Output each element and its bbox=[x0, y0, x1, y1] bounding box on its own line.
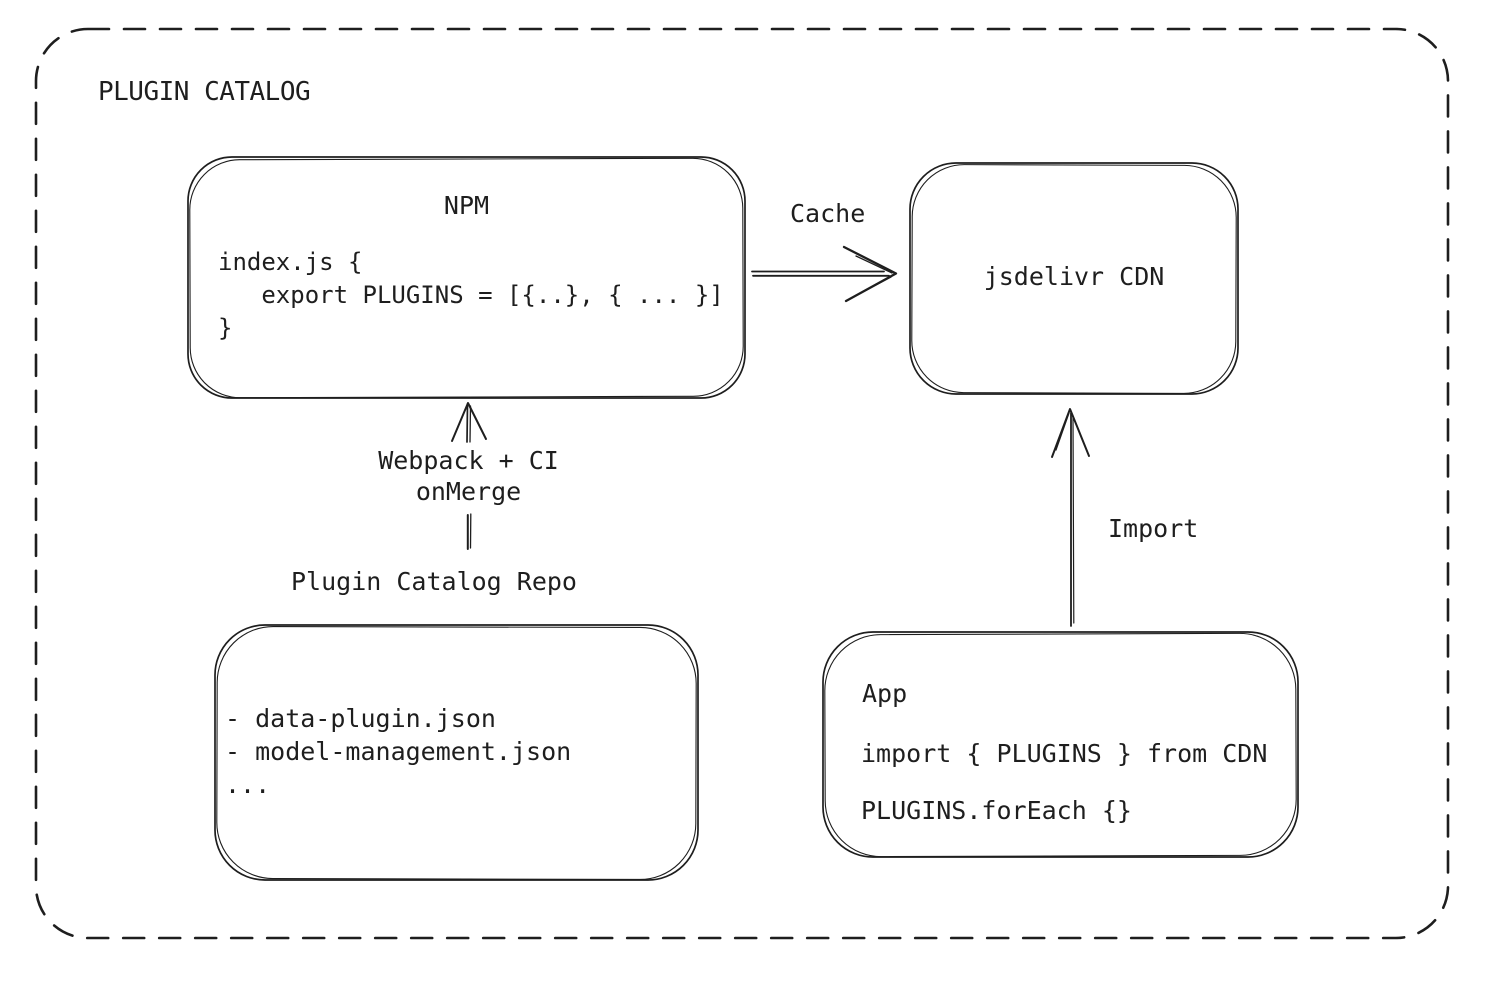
app-box-title: App bbox=[862, 679, 908, 708]
npm-box-title: NPM bbox=[443, 191, 490, 220]
cdn-box-title: jsdelivr CDN bbox=[983, 262, 1165, 291]
webpack-arrowhead-icon bbox=[451, 402, 487, 442]
webpack-arrow-label: Webpack + CI onMerge bbox=[378, 446, 559, 506]
app-box bbox=[822, 631, 1299, 858]
import-arrow bbox=[1051, 408, 1090, 627]
repo-box bbox=[214, 624, 699, 881]
cache-arrow-label: Cache bbox=[790, 199, 866, 228]
diagram-title: PLUGIN CATALOG bbox=[98, 77, 311, 107]
repo-box-label: Plugin Catalog Repo bbox=[291, 567, 577, 596]
app-box-foreach-line: PLUGINS.forEach {} bbox=[861, 796, 1132, 825]
import-arrowhead-icon bbox=[1051, 408, 1090, 458]
npm-box bbox=[187, 156, 746, 399]
import-arrow-label: Import bbox=[1108, 514, 1199, 543]
app-box-import-line: import { PLUGINS } from CDN bbox=[861, 739, 1268, 768]
cache-arrow bbox=[751, 245, 898, 303]
cache-arrowhead-icon bbox=[842, 245, 898, 303]
cdn-box bbox=[909, 162, 1239, 395]
plugin-catalog-boundary bbox=[34, 27, 1450, 940]
npm-box-code: index.js { export PLUGINS = [{..}, { ...… bbox=[218, 248, 724, 342]
repo-box-items: - data-plugin.json - model-management.js… bbox=[225, 704, 572, 799]
webpack-arrow bbox=[451, 402, 487, 550]
